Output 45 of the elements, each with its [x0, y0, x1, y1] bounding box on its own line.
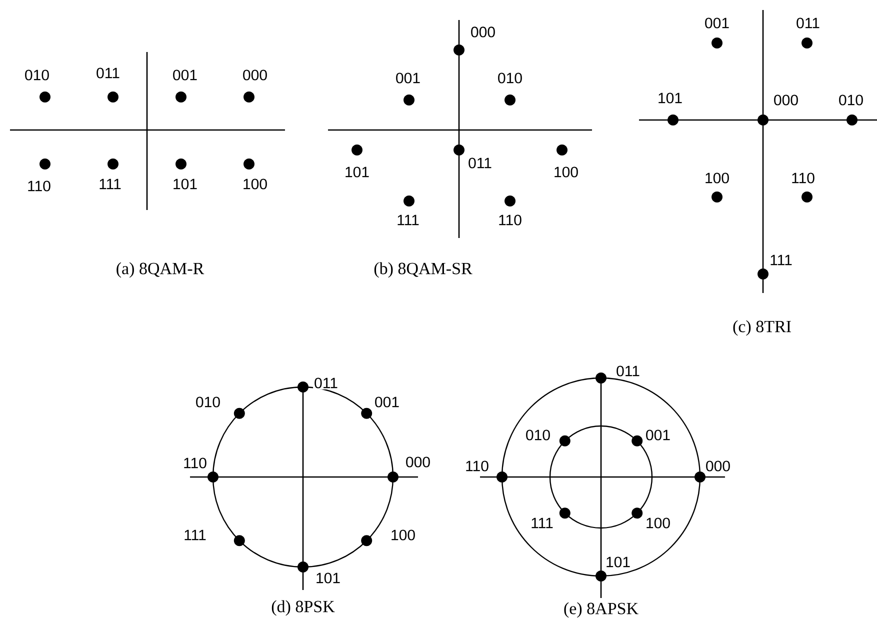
bit-label: 011	[95, 66, 121, 80]
bit-label: 100	[390, 528, 417, 542]
bit-label: 010	[838, 94, 865, 106]
bit-label: 110	[790, 172, 816, 184]
caption: (a) 8QAM-R	[116, 262, 204, 278]
bit-label: 001	[374, 396, 401, 408]
bit-label: 111	[98, 178, 122, 190]
bit-label: 011	[313, 376, 339, 390]
bit-label: 100	[242, 178, 269, 190]
bit-label: 100	[552, 166, 580, 178]
bit-label: 101	[172, 178, 199, 190]
bit-label: 101	[604, 556, 632, 568]
bit-label: 110	[26, 180, 52, 192]
bit-label: 011	[467, 156, 493, 170]
bit-label: 000	[704, 460, 732, 472]
bit-label: 110	[497, 214, 523, 226]
bit-label: 011	[795, 16, 821, 30]
bit-label: 000	[470, 26, 497, 38]
caption: (c) 8TRI	[733, 320, 791, 336]
bit-label: 111	[768, 254, 794, 266]
bit-label: 000	[404, 456, 432, 468]
bit-label: 111	[530, 516, 554, 530]
bit-label: 101	[656, 92, 684, 104]
bit-label: 000	[772, 94, 800, 106]
caption: (d) 8PSK	[272, 600, 335, 616]
caption: (b) 8QAM-SR	[374, 262, 472, 278]
bit-label: 111	[182, 528, 208, 542]
bit-label: 001	[172, 68, 199, 82]
bit-label: 010	[24, 68, 51, 82]
bit-label: 101	[344, 166, 371, 178]
bit-label: 110	[464, 460, 490, 472]
bit-label: 100	[704, 172, 731, 184]
bit-label: 001	[704, 16, 731, 30]
bit-label: 011	[615, 364, 641, 378]
bit-label: 100	[644, 516, 672, 530]
bit-label: 101	[314, 572, 342, 584]
bit-label: 010	[194, 396, 222, 408]
caption: (e) 8APSK	[564, 602, 638, 618]
bit-label: 111	[396, 214, 420, 226]
bit-label: 010	[496, 72, 524, 84]
bit-label: 001	[644, 428, 672, 442]
bit-label: 110	[182, 456, 208, 470]
bit-label: 000	[242, 68, 269, 82]
bit-label: 010	[524, 428, 552, 442]
bit-label: 001	[394, 72, 422, 84]
